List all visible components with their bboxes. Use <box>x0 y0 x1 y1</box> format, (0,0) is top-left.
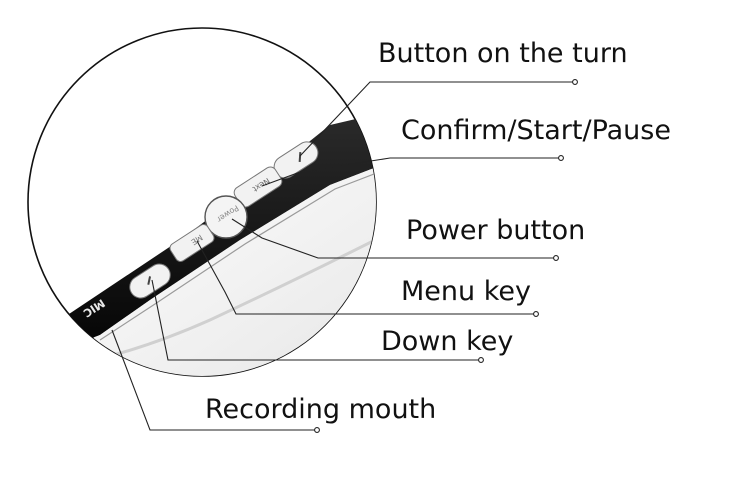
label-down-key: Down key <box>381 326 514 357</box>
label-menu-key: Menu key <box>401 276 531 307</box>
leader-down-key <box>151 279 480 361</box>
leader-power-button <box>231 218 555 259</box>
leader-lines <box>111 79 578 433</box>
menu-key <box>169 224 215 262</box>
device-face <box>40 160 376 376</box>
leader-confirm-start-pause <box>261 157 560 187</box>
power-button <box>204 195 248 239</box>
device-buttons: Next Power ME MIC <box>81 141 319 320</box>
label-power-button: Power button <box>406 215 586 246</box>
leader-menu-key <box>196 240 535 315</box>
leader-button-on-the-turn <box>299 81 574 157</box>
label-recording-mouth: Recording mouth <box>205 394 437 425</box>
label-confirm-start-pause: Confirm/Start/Pause <box>401 115 671 146</box>
label-button-on-the-turn: Button on the turn <box>378 38 628 69</box>
leader-recording-mouth <box>111 329 316 431</box>
